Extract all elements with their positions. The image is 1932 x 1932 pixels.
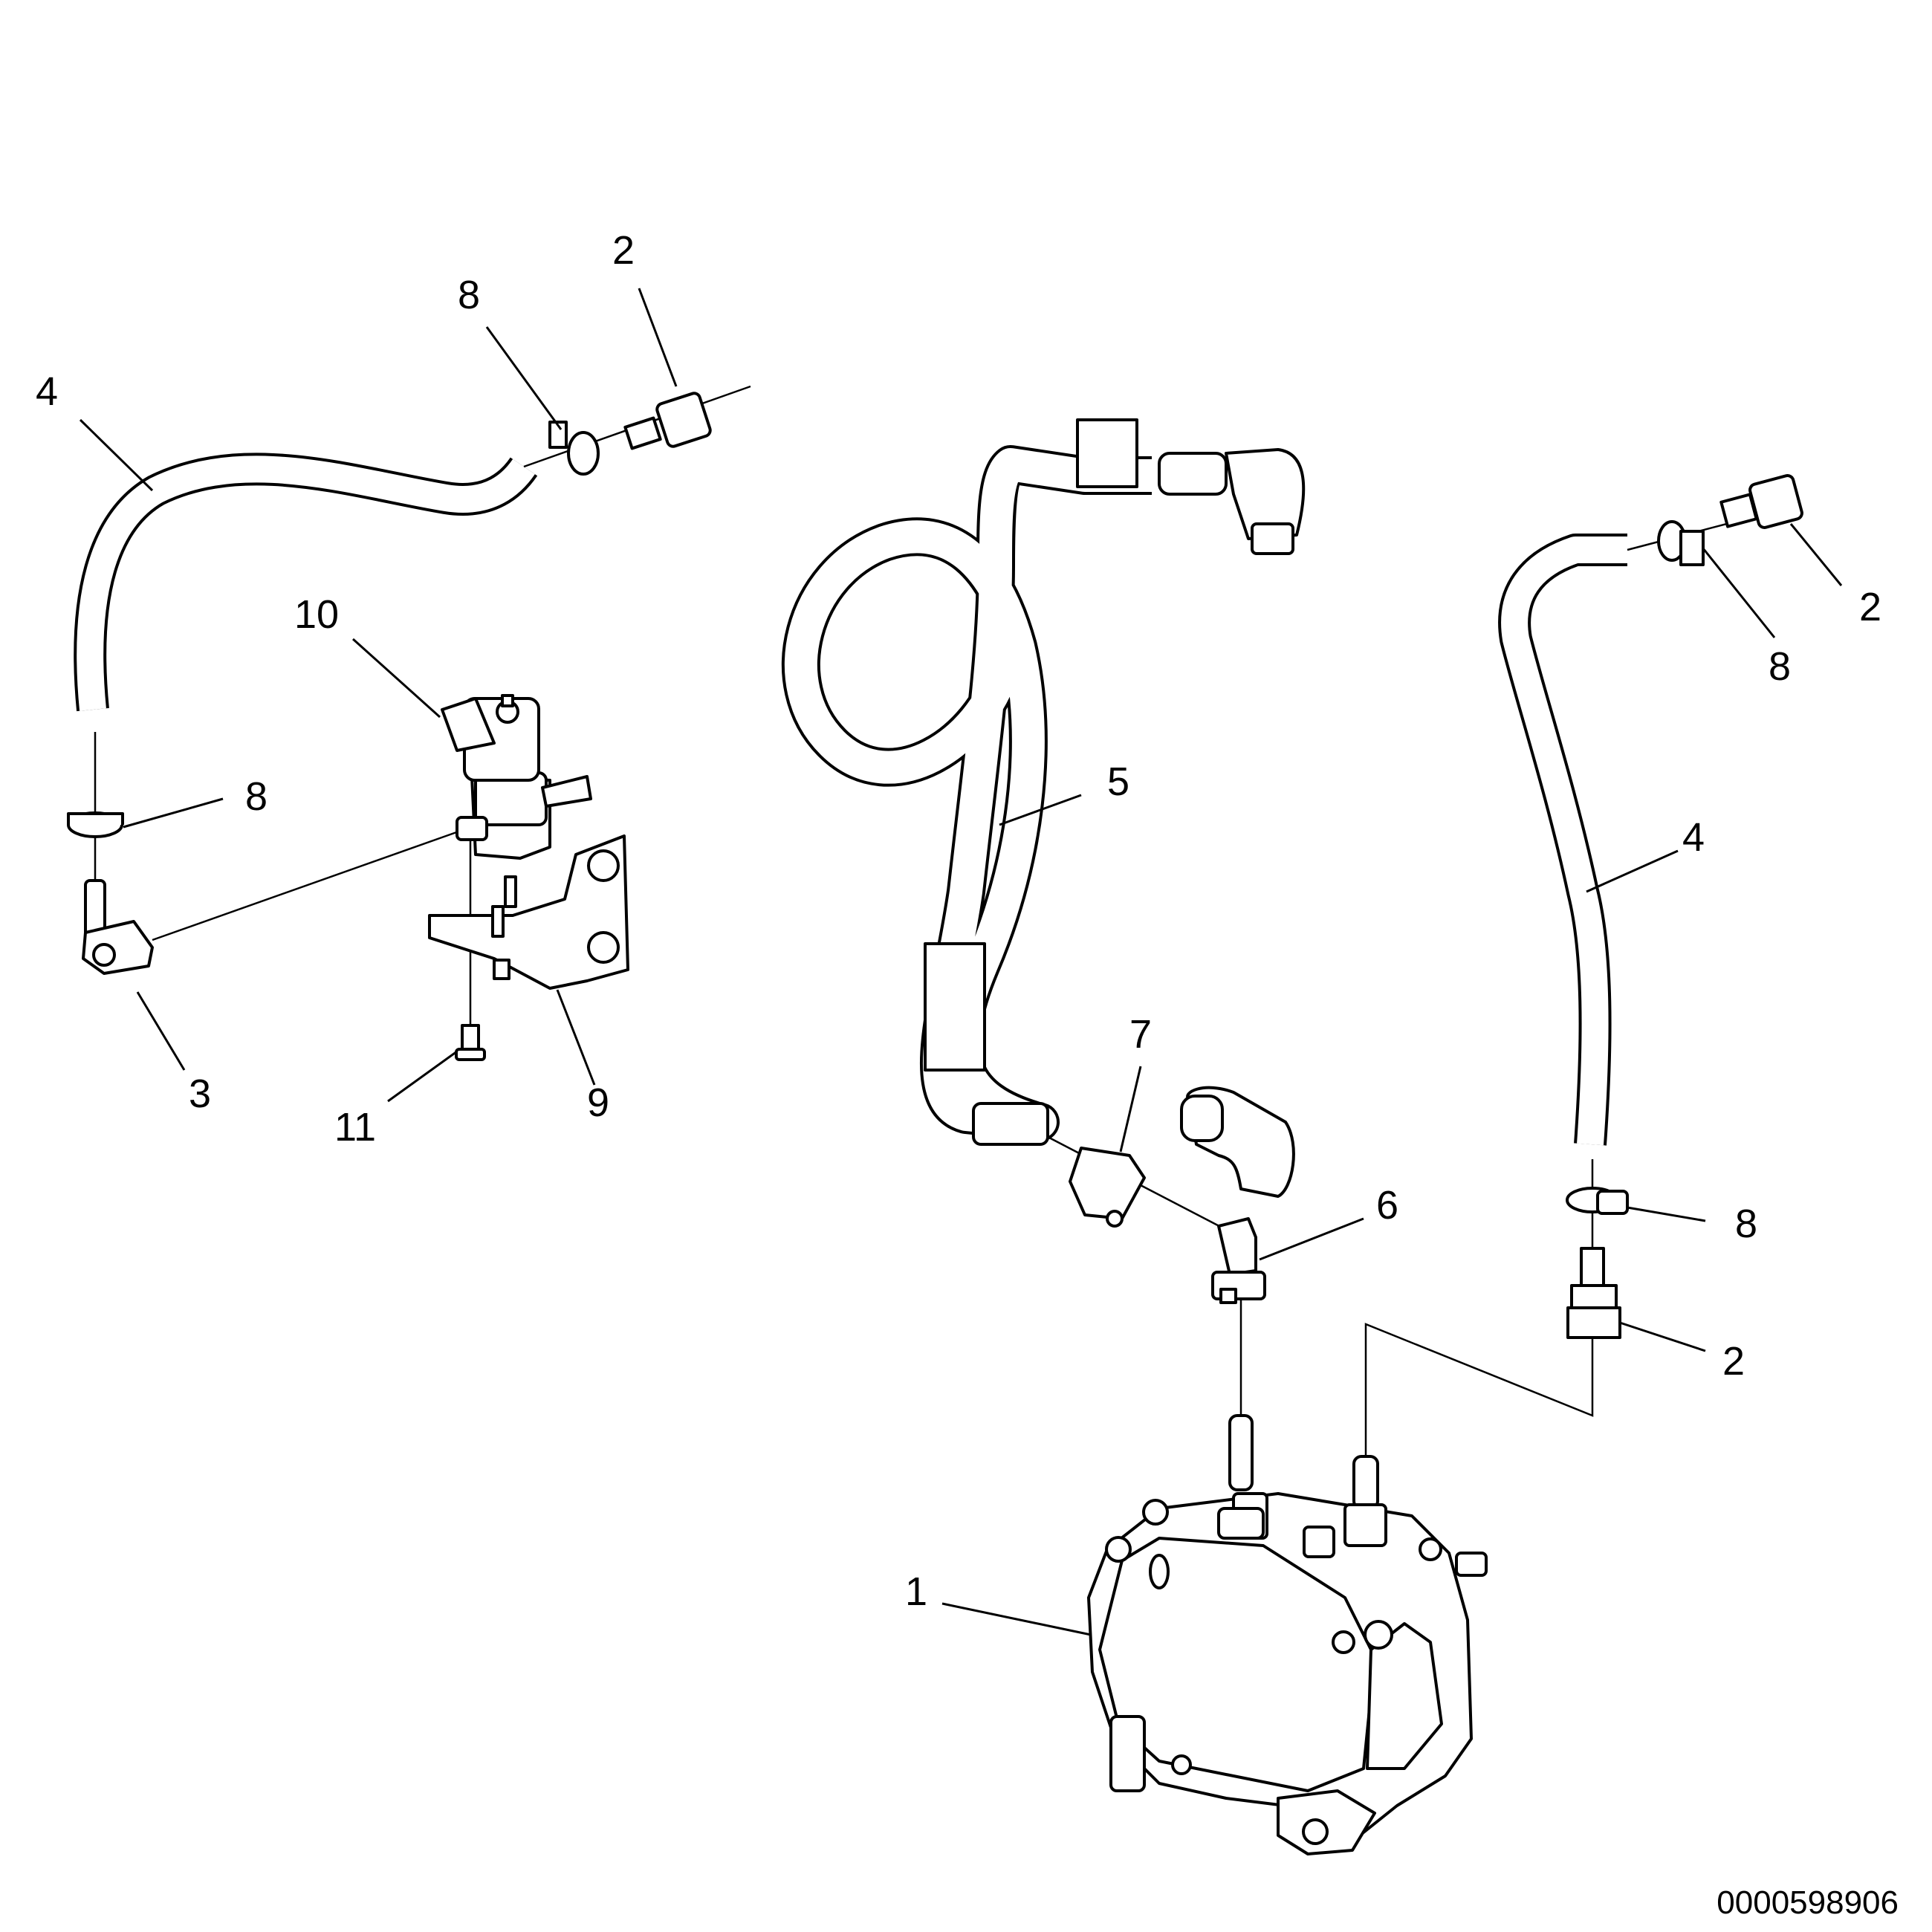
mounting-bracket [428, 834, 629, 990]
callouts: 2 8 4 10 8 3 11 9 5 7 6 1 2 8 4 8 2 [36, 228, 1881, 1614]
callout-7: 7 [1129, 1012, 1152, 1057]
callout-8-right-bottom: 8 [1735, 1202, 1757, 1246]
hose-clamp-right-bottom [1566, 1187, 1629, 1215]
fitting-right-bottom [1566, 1247, 1621, 1339]
callout-9: 9 [587, 1080, 609, 1125]
callout-8-right-top: 8 [1769, 644, 1791, 689]
loose-elbow-fitting [1180, 1086, 1295, 1198]
document-number: 0000598906 [1717, 1884, 1899, 1921]
hose-clamp-top-left [548, 421, 600, 476]
hose-tag-top [1076, 418, 1138, 488]
callout-2-right-top: 2 [1859, 585, 1881, 629]
callout-10: 10 [294, 592, 339, 637]
left-fuel-hose-assembly [67, 385, 751, 1061]
fitting-top-left [623, 392, 712, 450]
elbow-fitting [82, 879, 154, 975]
callout-4-right: 4 [1682, 815, 1705, 860]
hose-left [74, 453, 538, 712]
callout-5: 5 [1107, 759, 1129, 804]
elbow-fitting-pump [1211, 1217, 1266, 1304]
callout-6: 6 [1376, 1183, 1398, 1228]
hose-clamp-left [67, 811, 124, 838]
long-hose [781, 445, 1152, 1141]
fitting-right-top [1719, 474, 1803, 529]
leader-lines [79, 288, 1843, 1636]
callout-11: 11 [334, 1105, 376, 1150]
hose-right [1498, 534, 1627, 1146]
fuel-injection-pump [1087, 1414, 1488, 1855]
callout-2-top-left: 2 [612, 228, 635, 273]
hose-elbow-connector [1158, 448, 1306, 555]
center-hose-assembly [781, 418, 1306, 1456]
callout-4-left: 4 [36, 369, 58, 414]
hose-tag-bottom [924, 942, 986, 1072]
callout-1: 1 [905, 1569, 927, 1614]
callout-8-left: 8 [245, 774, 268, 819]
callout-2-right-bottom: 2 [1722, 1339, 1745, 1384]
solenoid-valve [441, 694, 592, 860]
hose-end-sleeve [972, 1102, 1049, 1146]
hose-clamp-right-top [1657, 520, 1705, 566]
hose-clip [1069, 1147, 1146, 1228]
callout-3: 3 [189, 1072, 211, 1116]
right-fuel-hose-assembly [1364, 474, 1803, 1456]
bolt [455, 1024, 486, 1061]
callout-8-top-left: 8 [458, 273, 480, 317]
